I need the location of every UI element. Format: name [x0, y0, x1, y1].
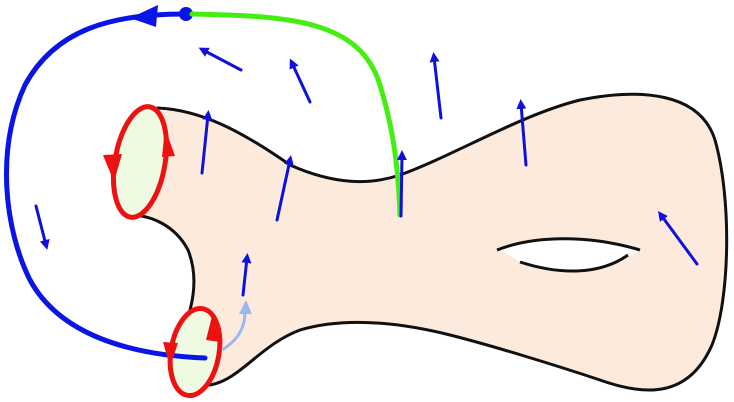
upper-boundary-disk — [113, 106, 167, 218]
vector-arrow — [275, 155, 294, 222]
lower-loop-arrowhead-right — [206, 316, 220, 342]
faint-arrow — [221, 311, 247, 352]
green-path — [189, 11, 403, 218]
vector-arrow — [200, 110, 213, 175]
lower-loop-arrowhead-left — [163, 342, 178, 367]
faint-arrowhead — [239, 300, 252, 314]
upper-loop-arrowhead-left — [103, 154, 122, 182]
handle-upper-curve — [496, 237, 641, 252]
blue-path-arrowhead — [130, 5, 158, 27]
vector-arrow — [516, 99, 528, 167]
vector-arrow — [34, 204, 50, 250]
vector-field — [34, 47, 699, 297]
vector-arrow — [289, 58, 312, 104]
vector-arrow — [658, 210, 699, 266]
blue-path-endpoint — [179, 7, 193, 21]
vector-arrow — [198, 47, 243, 72]
vector-arrow — [396, 150, 407, 218]
upper-loop-arrowhead-right — [162, 128, 175, 157]
vector-arrow — [241, 253, 252, 297]
lower-boundary-disk — [170, 308, 220, 396]
handle-lower-curve — [519, 253, 629, 273]
blue-path — [4, 11, 208, 361]
vector-arrow — [429, 52, 443, 120]
handle-hole — [500, 238, 640, 271]
